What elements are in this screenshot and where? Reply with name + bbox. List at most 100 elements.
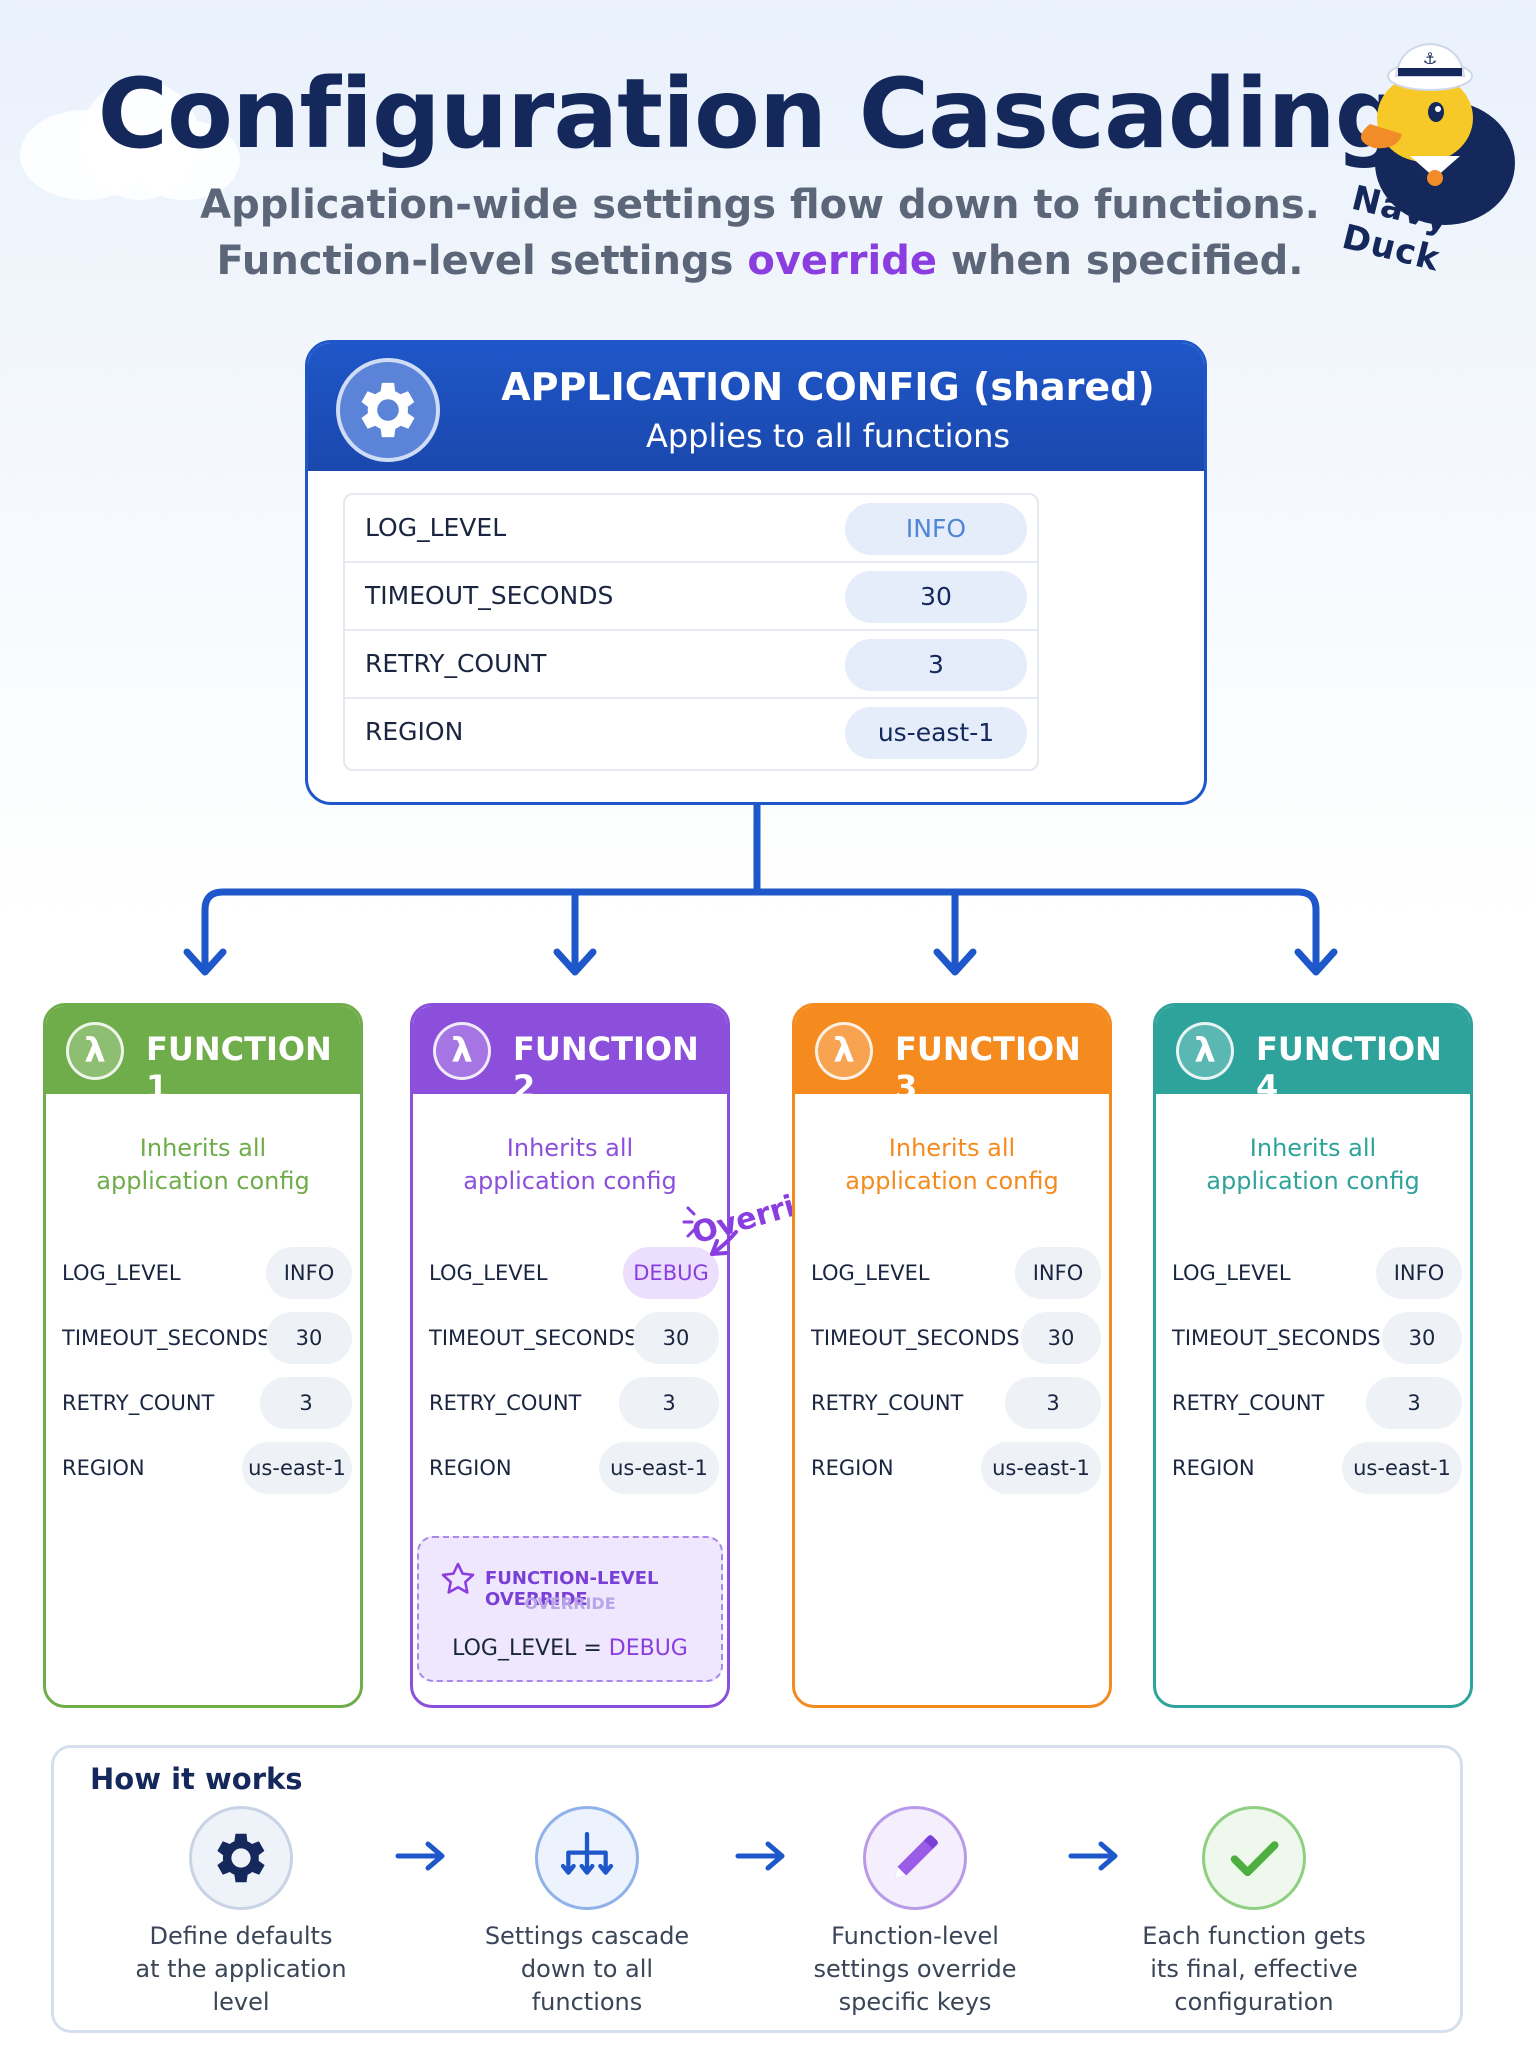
function-config-row: LOG_LEVEL DEBUG	[429, 1247, 719, 1299]
lambda-icon: λ	[66, 1022, 124, 1080]
step-text-line: Function-level	[831, 1922, 999, 1950]
config-key: LOG_LEVEL	[811, 1261, 930, 1285]
step-text-line: functions	[531, 1988, 643, 2016]
inherit-note: Inherits all application config	[46, 1132, 360, 1198]
function-config-row: LOG_LEVEL INFO	[811, 1247, 1101, 1299]
inherit-note-line-2: application config	[96, 1167, 310, 1195]
function-config-row: LOG_LEVEL INFO	[1172, 1247, 1462, 1299]
step-1-text: Define defaults at the application level	[126, 1920, 356, 2019]
function-config-row: TIMEOUT_SECONDS 30	[62, 1312, 352, 1364]
config-key: LOG_LEVEL	[1172, 1261, 1291, 1285]
config-value-pill: us-east-1	[981, 1442, 1101, 1494]
arrow-right-icon	[395, 1841, 445, 1871]
config-key: LOG_LEVEL	[62, 1261, 181, 1285]
config-value-pill: 30	[845, 571, 1027, 623]
config-key: RETRY_COUNT	[811, 1391, 964, 1415]
step-text-line: its final, effective	[1150, 1955, 1358, 1983]
inherit-note: Inherits all application config	[413, 1132, 727, 1198]
config-value-pill: 3	[845, 639, 1027, 691]
how-it-works-title: How it works	[90, 1762, 303, 1796]
how-it-works-panel: How it works Define defaults at the appl…	[51, 1745, 1463, 2033]
config-value-pill: 30	[1021, 1312, 1101, 1364]
config-key: LOG_LEVEL	[429, 1261, 548, 1285]
arrow-right-icon	[735, 1841, 785, 1871]
config-value-pill: 30	[633, 1312, 719, 1364]
subtitle-line-1: Application-wide settings flow down to f…	[200, 182, 1320, 228]
function-config-row: TIMEOUT_SECONDS 30	[811, 1312, 1101, 1364]
config-value-pill: 3	[619, 1377, 719, 1429]
config-key: TIMEOUT_SECONDS	[365, 581, 614, 610]
config-value-pill: INFO	[1376, 1247, 1462, 1299]
lambda-icon: λ	[1176, 1022, 1234, 1080]
gear-icon	[336, 358, 440, 462]
subtitle-text: when specified.	[936, 238, 1304, 284]
function-2-header: λ FUNCTION 2	[413, 1006, 727, 1106]
step-4-text: Each function gets its final, effective …	[1139, 1920, 1369, 2019]
config-value-pill: us-east-1	[242, 1442, 352, 1494]
function-1-header: λ FUNCTION 1	[46, 1006, 360, 1106]
arrowhead-function-4	[1294, 948, 1338, 976]
override-box-title: FUNCTION-LEVEL OVERRIDE	[485, 1568, 659, 1610]
arrowhead-function-1	[183, 948, 227, 976]
background-cloud	[130, 120, 240, 200]
config-value-pill-override: DEBUG	[623, 1247, 719, 1299]
function-4-card: λ FUNCTION 4 Inherits all application co…	[1153, 1003, 1473, 1708]
config-value-pill: us-east-1	[599, 1442, 719, 1494]
svg-text:⚓: ⚓	[1423, 49, 1437, 68]
function-2-card: λ FUNCTION 2 Inherits all application co…	[410, 1003, 730, 1708]
function-3-title: FUNCTION 3	[895, 1030, 1081, 1106]
function-1-title: FUNCTION 1	[146, 1030, 332, 1106]
function-4-header: λ FUNCTION 4	[1156, 1006, 1470, 1106]
step-text-line: Settings cascade	[484, 1922, 690, 1950]
inherit-note-line-2: application config	[845, 1167, 1059, 1195]
config-row: RETRY_COUNT 3	[345, 631, 1037, 699]
step-text-line: level	[212, 1988, 270, 2016]
config-key: RETRY_COUNT	[429, 1391, 582, 1415]
inherit-note-line-1: Inherits all	[506, 1134, 634, 1162]
config-key: REGION	[365, 717, 464, 746]
gear-icon	[189, 1806, 293, 1910]
application-config-card: APPLICATION CONFIG (shared) Applies to a…	[305, 340, 1207, 805]
config-key: LOG_LEVEL	[365, 513, 507, 542]
inherit-note-line-2: application config	[463, 1167, 677, 1195]
config-key: RETRY_COUNT	[365, 649, 547, 678]
lambda-icon: λ	[815, 1022, 873, 1080]
config-value-pill: INFO	[1015, 1247, 1101, 1299]
config-value-pill: 3	[1366, 1377, 1462, 1429]
config-value-pill: 30	[1382, 1312, 1462, 1364]
config-value-pill: INFO	[266, 1247, 352, 1299]
override-box-title-echo: OVERRIDE	[524, 1594, 616, 1613]
pencil-icon	[863, 1806, 967, 1910]
step-text-line: configuration	[1174, 1988, 1334, 2016]
function-config-row: RETRY_COUNT 3	[1172, 1377, 1462, 1429]
config-key: RETRY_COUNT	[1172, 1391, 1325, 1415]
application-config-header: APPLICATION CONFIG (shared) Applies to a…	[308, 343, 1204, 471]
config-key: REGION	[1172, 1456, 1255, 1480]
function-level-override-box: FUNCTION-LEVEL OVERRIDE OVERRIDE LOG_LEV…	[417, 1536, 723, 1682]
override-value: DEBUG	[608, 1636, 688, 1661]
function-4-title: FUNCTION 4	[1256, 1030, 1442, 1106]
step-3-text: Function-level settings override specifi…	[800, 1920, 1030, 2019]
lambda-icon: λ	[433, 1022, 491, 1080]
subtitle-highlight-override: override	[747, 238, 937, 284]
step-text-line: settings override	[813, 1955, 1017, 1983]
function-3-card: λ FUNCTION 3 Inherits all application co…	[792, 1003, 1112, 1708]
config-row: LOG_LEVEL INFO	[345, 495, 1037, 563]
inherit-note-line-1: Inherits all	[888, 1134, 1016, 1162]
function-config-row: TIMEOUT_SECONDS 30	[429, 1312, 719, 1364]
step-text-line: Each function gets	[1142, 1922, 1366, 1950]
config-key: RETRY_COUNT	[62, 1391, 215, 1415]
config-value-pill: INFO	[845, 503, 1027, 555]
arrowhead-function-3	[933, 948, 977, 976]
navy-duck-mascot-icon: ⚓	[1360, 42, 1515, 225]
config-value-pill: 3	[1005, 1377, 1101, 1429]
inherit-note: Inherits all application config	[795, 1132, 1109, 1198]
application-config-subtitle: Applies to all functions	[645, 417, 1011, 455]
step-2-text: Settings cascade down to all functions	[472, 1920, 702, 2019]
step-text-line: down to all	[520, 1955, 654, 1983]
config-value-pill: 30	[266, 1312, 352, 1364]
function-2-title: FUNCTION 2	[513, 1030, 699, 1106]
inherit-note-line-2: application config	[1206, 1167, 1420, 1195]
inherit-note: Inherits all application config	[1156, 1132, 1470, 1198]
config-key: TIMEOUT_SECONDS	[62, 1326, 271, 1350]
